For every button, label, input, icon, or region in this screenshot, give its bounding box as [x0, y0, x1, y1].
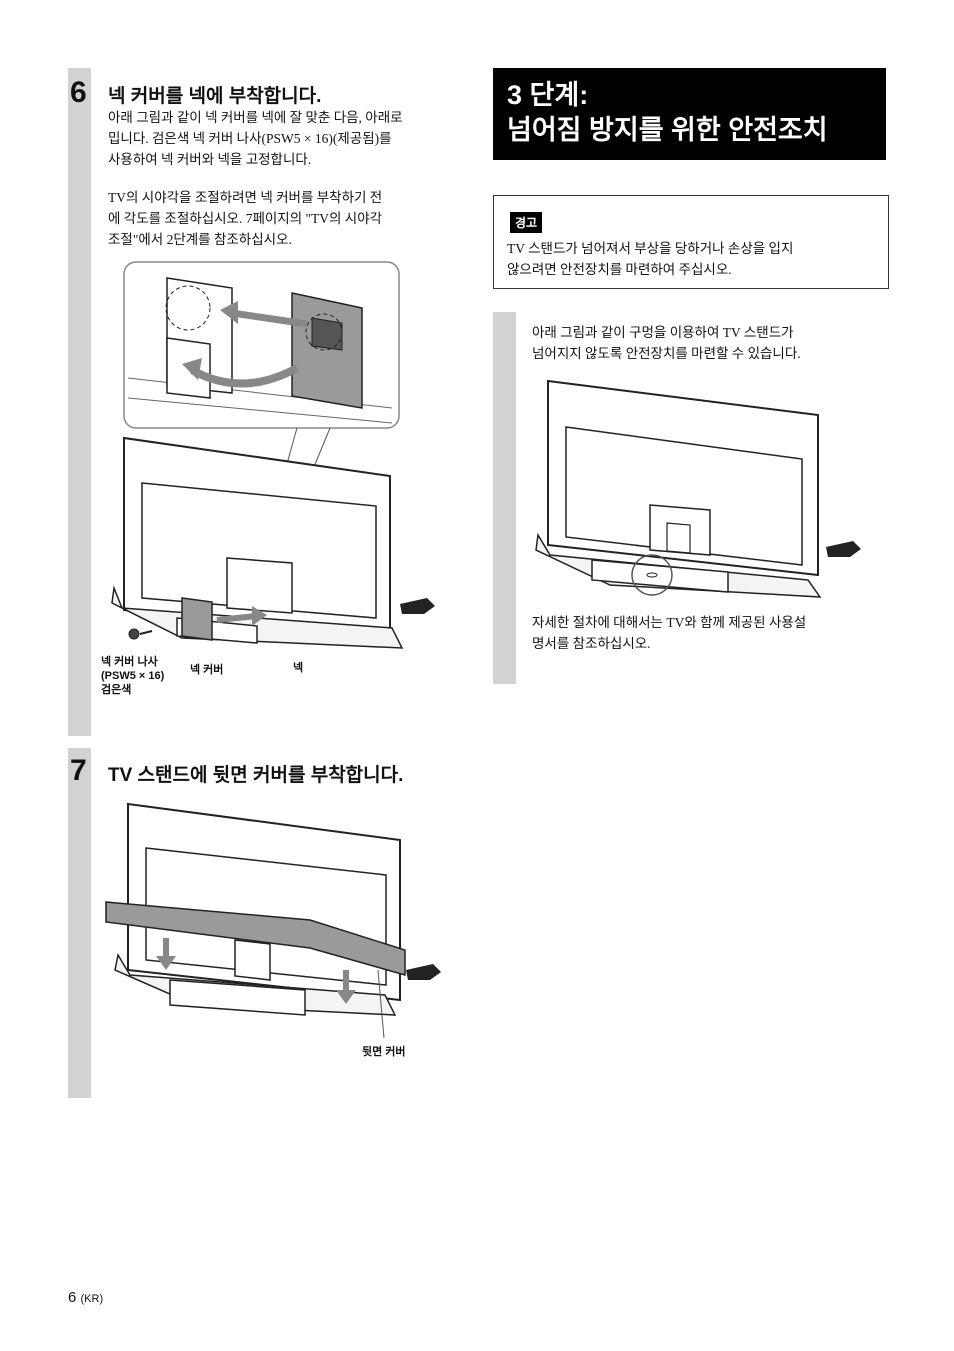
- section-title: 3 단계: 넘어짐 방지를 위한 안전조치: [493, 68, 886, 160]
- neck-cover-illustration: [111, 261, 435, 649]
- warning-text: TV 스탠드가 넘어져서 부상을 당하거나 손상을 입지 않으려면 안전장치를 …: [507, 241, 794, 277]
- safety-intro: 아래 그림과 같이 구멍을 이용하여 TV 스탠드가 넘어지지 않도록 안전장치…: [532, 325, 801, 361]
- step6-number: 6: [70, 76, 87, 109]
- region-code: (KR): [80, 1293, 104, 1305]
- page-number-value: 6: [68, 1289, 77, 1306]
- stand-anchor-illustration: [535, 379, 861, 598]
- rear-cover-illustration: [105, 802, 441, 1039]
- page-number: 6 (KR): [68, 1289, 103, 1306]
- neck-cover-label: 넥 커버: [190, 664, 224, 676]
- rear-cover-label: 뒷면 커버: [362, 1046, 406, 1058]
- safety-detail: 자세한 절차에 대해서는 TV와 함께 제공된 사용설 명서를 참조하십시오.: [532, 615, 807, 651]
- neck-cover-screw-label: 넥 커버 나사 (PSW5 × 16) 검은색: [101, 656, 165, 696]
- warning-box: 경고 TV 스탠드가 넘어져서 부상을 당하거나 손상을 입지 않으려면 안전장…: [493, 195, 889, 289]
- step7-number: 7: [70, 754, 87, 787]
- step6-sidebar-bar: [68, 68, 91, 736]
- step6-viewing-angle-note: TV의 시야각을 조절하려면 넥 커버를 부착하기 전 에 각도를 조절하십시오…: [108, 190, 383, 247]
- step6-title: 넥 커버를 넥에 부착합니다.: [108, 86, 322, 107]
- step6-instructions: 아래 그림과 같이 넥 커버를 넥에 잘 맞춘 다음, 아래로 밉니다. 검은색…: [108, 110, 403, 167]
- step7-sidebar-bar: [68, 748, 91, 1098]
- warning-tag: 경고: [510, 212, 543, 233]
- step7-title: TV 스탠드에 뒷면 커버를 부착합니다.: [108, 765, 404, 786]
- safety-sidebar-bar: [493, 312, 516, 684]
- neck-label: 넥: [293, 662, 304, 674]
